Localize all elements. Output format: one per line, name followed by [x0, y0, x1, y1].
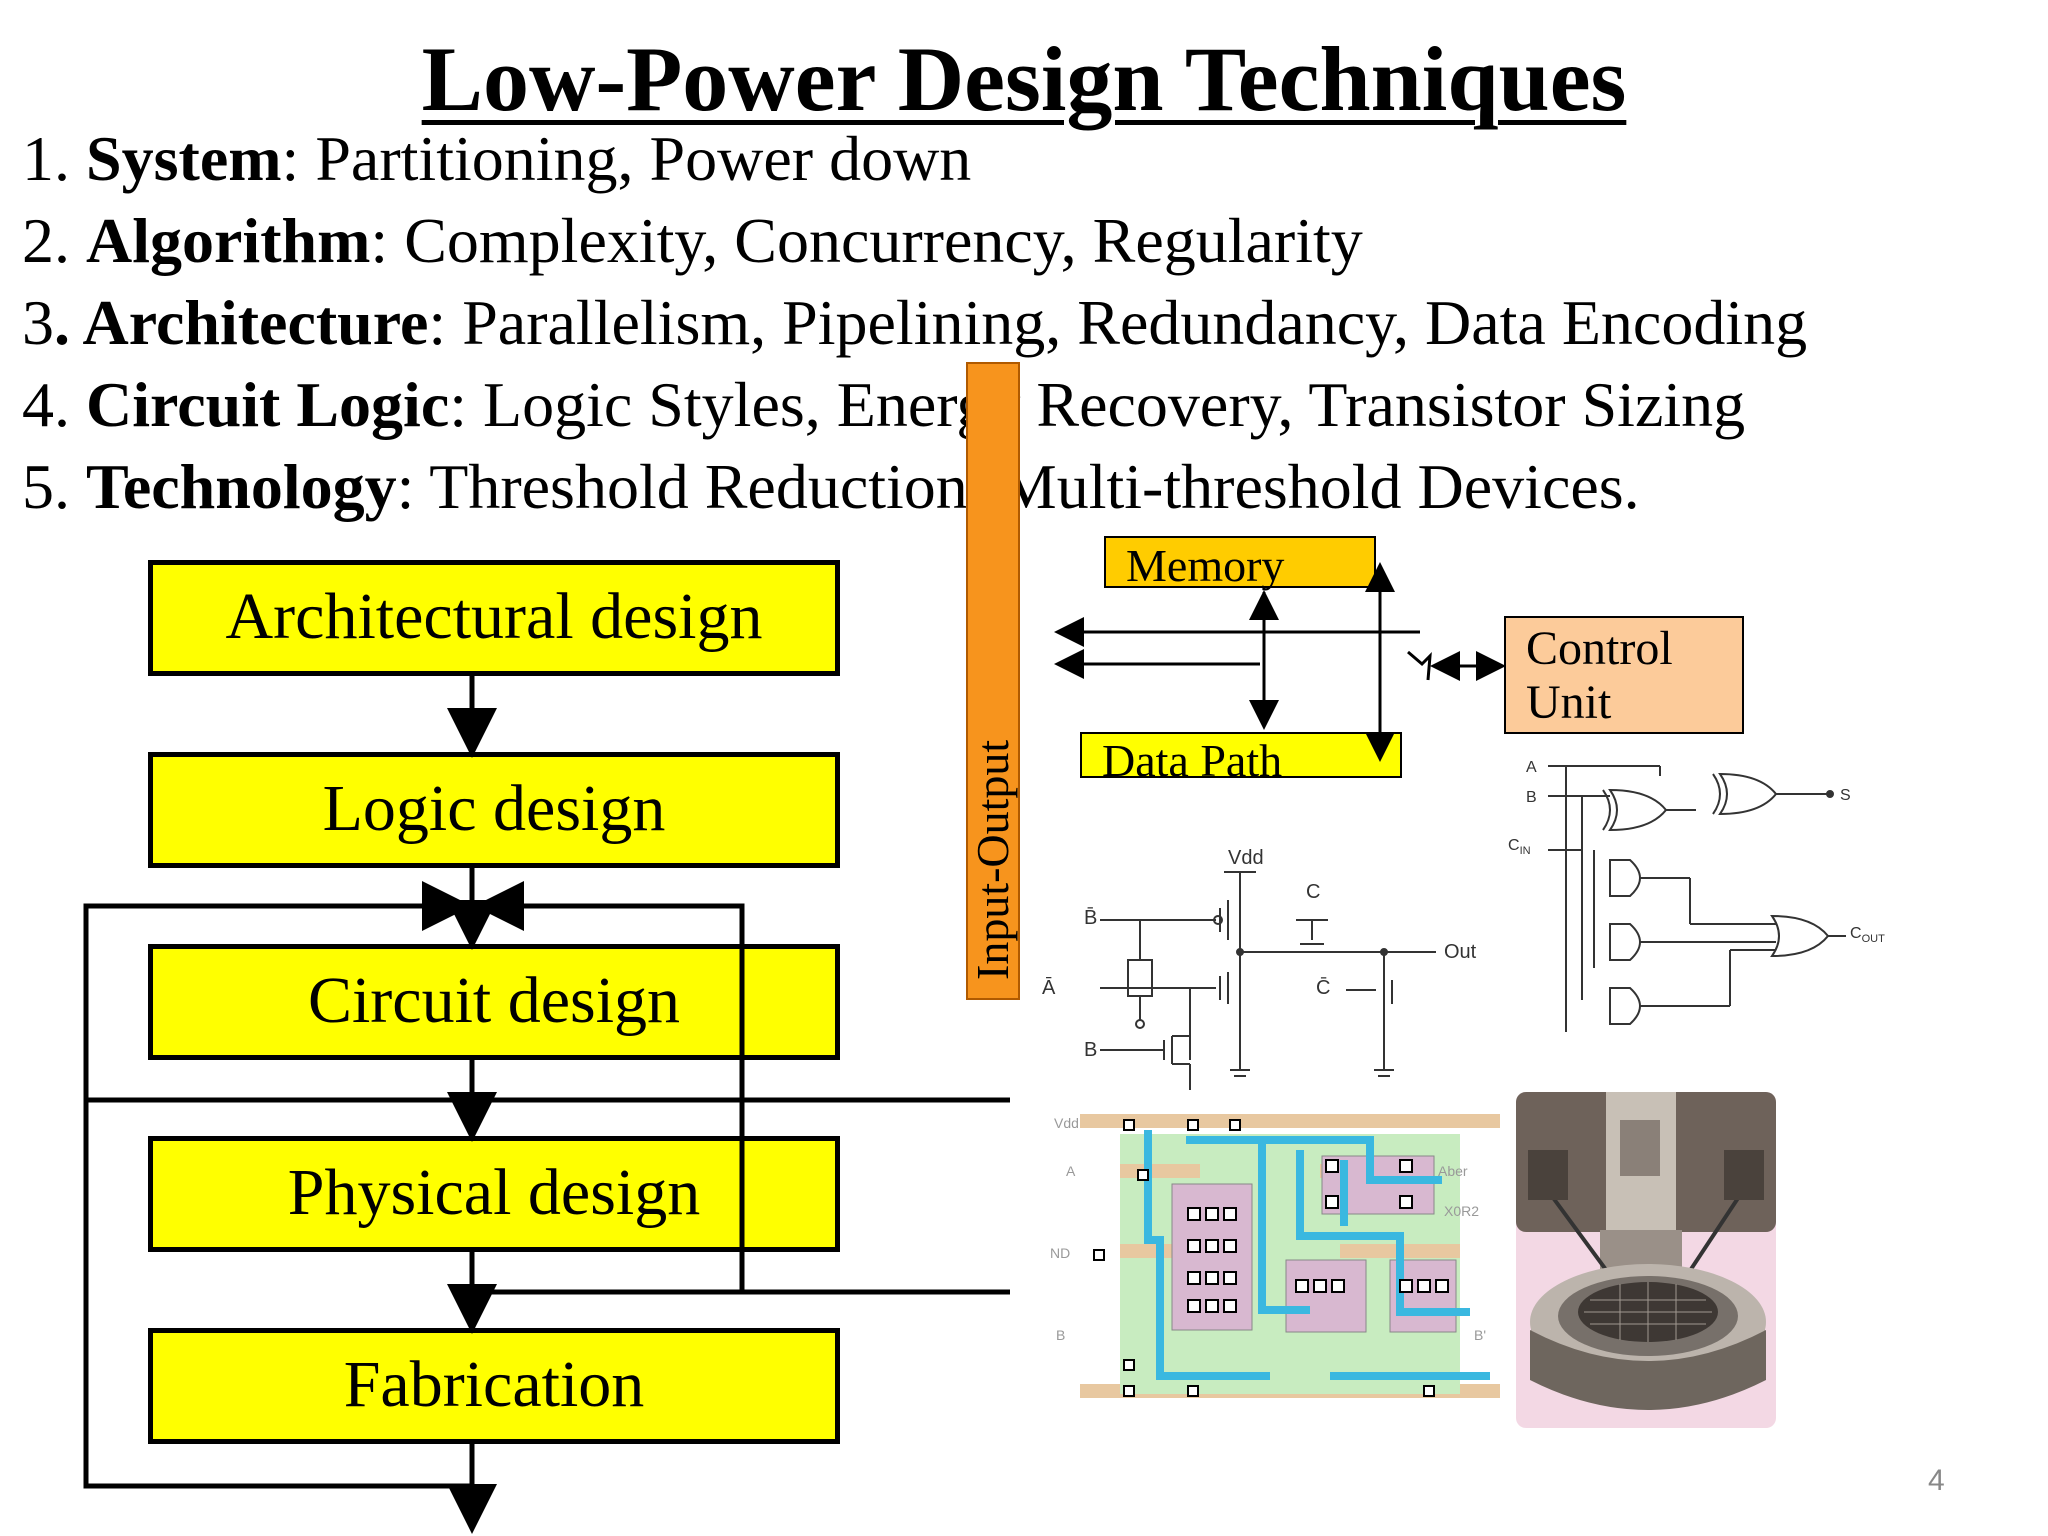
- memory-block: Memory: [1104, 536, 1376, 591]
- page-number: 4: [1928, 1464, 1945, 1497]
- adder-a-label: A: [1526, 759, 1537, 776]
- architecture-arrows: [1054, 562, 1506, 762]
- control-unit-line1: Control: [1526, 622, 1673, 675]
- layout-x-label: X0R2: [1444, 1203, 1479, 1219]
- c-bar-label: C̄: [1316, 976, 1330, 999]
- layout-b-label: B: [1056, 1327, 1065, 1343]
- full-adder-gates: [1548, 765, 1846, 1032]
- item-term: . Architecture: [54, 287, 429, 358]
- transistor-circuit: [1100, 871, 1436, 1090]
- flow-step-logic: Logic design: [148, 752, 840, 868]
- flow-step-fabrication: Fabrication: [148, 1328, 840, 1444]
- vdd-label: Vdd: [1228, 847, 1264, 869]
- transistor-labels: Vdd B̄ Ā B C C̄ Out: [1042, 847, 1477, 1061]
- item-term: System: [86, 123, 282, 194]
- item-detail: : Partitioning, Power down: [281, 123, 972, 194]
- item-term: Algorithm: [86, 205, 371, 276]
- adder-cout-label: COUT: [1850, 925, 1885, 945]
- b-bar-label: B̄: [1084, 906, 1097, 929]
- item-number: 5.: [22, 451, 86, 522]
- item-detail: : Logic Styles, Energy Recovery, Transis…: [449, 369, 1746, 440]
- item-detail: : Complexity, Concurrency, Regularity: [370, 205, 1363, 276]
- control-unit-line2: Unit: [1526, 676, 1612, 729]
- flow-step-physical: Physical design: [148, 1136, 840, 1252]
- list-item: 1. System: Partitioning, Power down: [22, 118, 1807, 200]
- fabrication-photo: [1516, 1092, 1776, 1428]
- layout-vdd-label: Vdd: [1054, 1115, 1079, 1131]
- item-number: 1.: [22, 123, 86, 194]
- a-bar-label: Ā: [1042, 976, 1056, 999]
- full-adder-labels: A B CIN S COUT: [1508, 759, 1885, 945]
- out-label: Out: [1444, 941, 1477, 963]
- adder-cin-label: CIN: [1508, 837, 1531, 857]
- b-label: B: [1084, 1039, 1097, 1061]
- physical-layout-image: Vdd A ND B Aber X0R2 B': [1050, 1104, 1500, 1408]
- item-term: Circuit Logic: [86, 369, 450, 440]
- flow-connectors: [83, 676, 1010, 1534]
- c-label: C: [1306, 881, 1320, 903]
- item-term: Technology: [86, 451, 397, 522]
- slide-title: Low-Power Design Techniques: [421, 28, 1627, 130]
- layout-aber-label: Aber: [1438, 1163, 1468, 1179]
- adder-b-label: B: [1526, 789, 1537, 806]
- layout-bprime-label: B': [1474, 1327, 1486, 1343]
- datapath-block: Data Path: [1080, 732, 1402, 786]
- input-output-bar: [966, 362, 1020, 1000]
- layout-a-label: A: [1066, 1163, 1076, 1179]
- control-unit-block: Control Unit: [1504, 616, 1744, 734]
- layout-nd-label: ND: [1050, 1245, 1070, 1261]
- item-detail: : Parallelism, Pipelining, Redundancy, D…: [428, 287, 1808, 358]
- list-item: 3. Architecture: Parallelism, Pipelining…: [22, 282, 1807, 364]
- list-item: 4. Circuit Logic: Logic Styles, Energy R…: [22, 364, 1807, 446]
- flow-step-architectural: Architectural design: [148, 560, 840, 676]
- item-number: 3: [22, 287, 54, 358]
- item-number: 4.: [22, 369, 86, 440]
- adder-s-label: S: [1840, 787, 1851, 804]
- item-number: 2.: [22, 205, 86, 276]
- list-item: 2. Algorithm: Complexity, Concurrency, R…: [22, 200, 1807, 282]
